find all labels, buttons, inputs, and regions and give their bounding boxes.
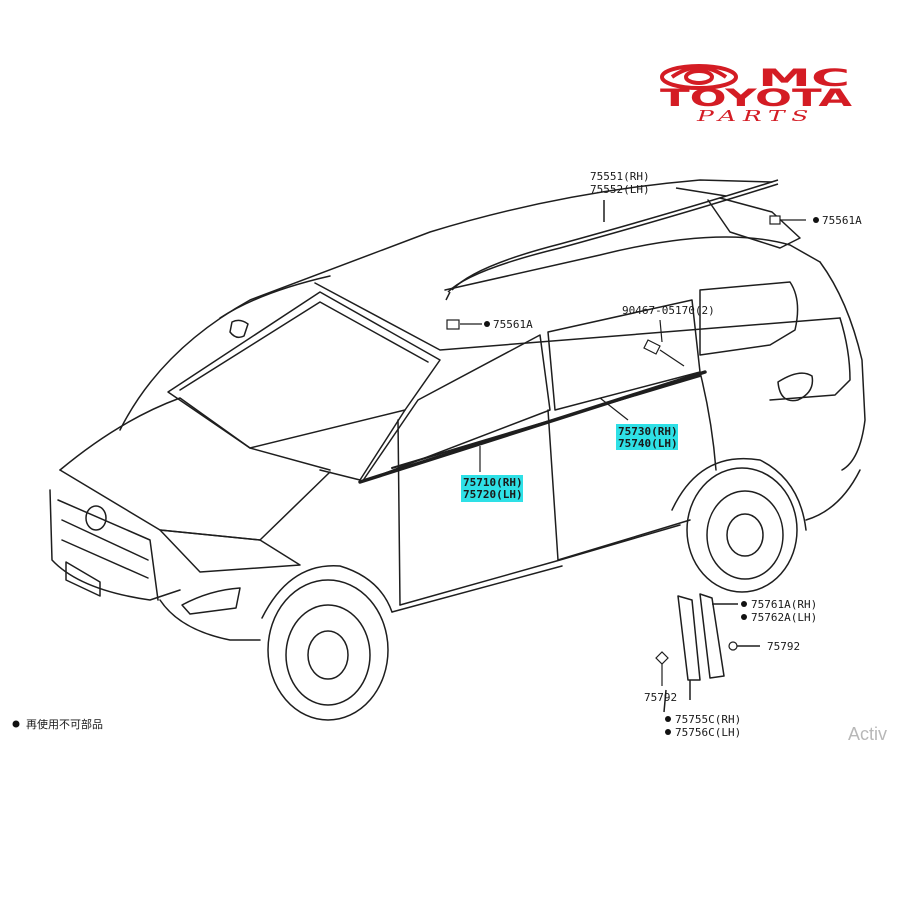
screw-icon xyxy=(643,319,685,367)
brand-toyota: TOYOTA xyxy=(660,84,853,112)
non-reusable-bullet-icon xyxy=(665,729,671,735)
brand-mc: MC xyxy=(758,64,850,92)
label-screw: 90467-05170(2) xyxy=(622,304,715,317)
non-reusable-bullet-icon xyxy=(741,614,747,620)
clip-front-icon xyxy=(446,319,482,330)
highlight-rear-molding xyxy=(616,424,678,450)
toyota-emblem-icon xyxy=(660,64,738,90)
pillar-garnish-parts xyxy=(663,593,760,713)
non-reusable-bullet-icon xyxy=(741,601,747,607)
highlight-front-molding xyxy=(461,475,523,502)
label-grommet-left: 75792 xyxy=(644,691,677,704)
label-clip-front: 75561A xyxy=(493,318,533,331)
label-lower-rh: 75755C(RH) xyxy=(675,713,741,726)
non-reusable-bullet-icon xyxy=(665,716,671,722)
label-clip-rear: 75561A xyxy=(822,214,862,227)
legend-bullet-icon xyxy=(12,720,20,728)
label-pillar-rh: 75761A(RH) xyxy=(751,598,817,611)
grommet-icon xyxy=(728,641,738,651)
label-roof-lh: 75552(LH) xyxy=(590,183,650,196)
label-front-rh: 75710(RH) xyxy=(463,476,523,489)
label-front-lh: 75720(LH) xyxy=(463,488,523,501)
non-reusable-bullet-icon xyxy=(813,217,819,223)
label-grommet-right: 75792 xyxy=(767,640,800,653)
vehicle-outline xyxy=(49,179,866,721)
label-pillar-lh: 75762A(LH) xyxy=(751,611,817,624)
label-rear-rh: 75730(RH) xyxy=(618,425,678,438)
watermark-text: Activ xyxy=(848,724,887,744)
label-roof-rh: 75551(RH) xyxy=(590,170,650,183)
label-lower-lh: 75756C(LH) xyxy=(675,726,741,739)
non-reusable-bullet-icon xyxy=(484,321,490,327)
clip-rear-icon xyxy=(769,215,806,225)
toyota-parts-logo: MC TOYOTA PARTS xyxy=(660,64,853,125)
brand-parts: PARTS xyxy=(695,107,815,125)
legend-non-reusable: 再使用不可部品 xyxy=(26,717,103,731)
roof-molding-parts xyxy=(445,179,779,301)
label-rear-lh: 75740(LH) xyxy=(618,437,678,450)
grommet-icon xyxy=(655,651,669,665)
